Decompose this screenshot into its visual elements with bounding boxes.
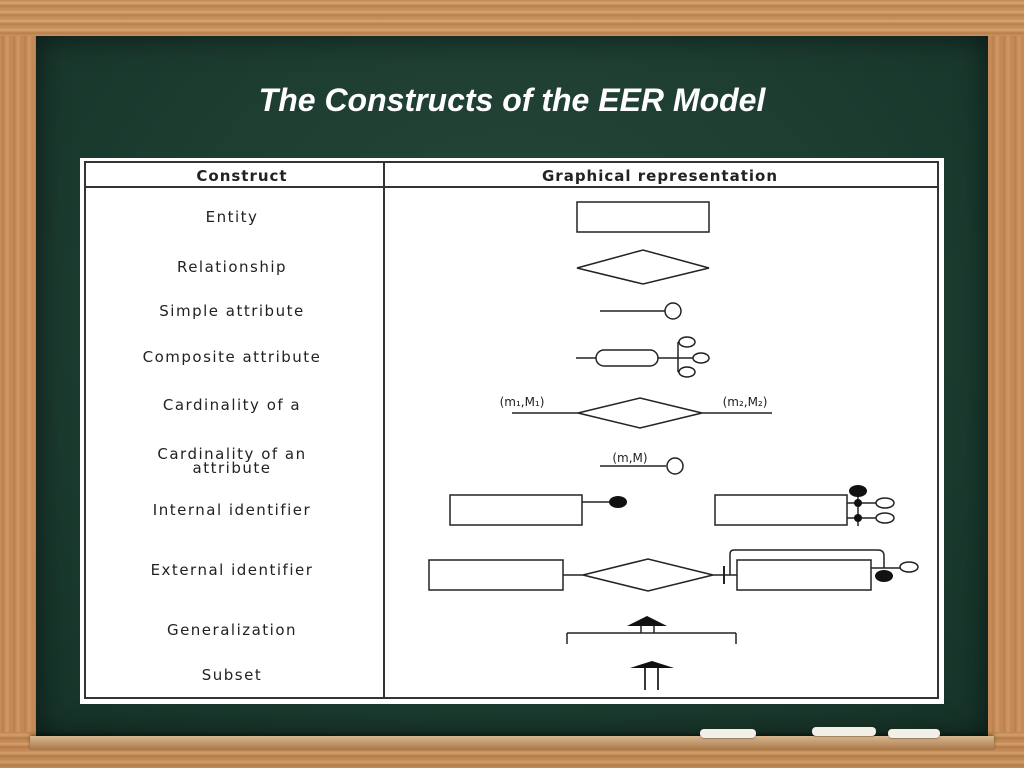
attribute-cardinality-label: (m,M) bbox=[612, 451, 647, 465]
construct-label-composite-attribute: Composite attribute bbox=[143, 348, 322, 366]
construct-label-relationship-cardinality: Cardinality of a bbox=[163, 396, 301, 414]
wooden-frame-top bbox=[0, 0, 1024, 36]
construct-label-entity: Entity bbox=[206, 208, 259, 226]
entity-rectangle-symbol bbox=[576, 201, 710, 233]
simple-attribute-symbol bbox=[600, 302, 682, 320]
internal-identifier-symbol bbox=[449, 485, 895, 526]
chalk-piece bbox=[700, 729, 756, 738]
construct-label-simple-attribute: Simple attribute bbox=[159, 302, 304, 320]
generalization-arrow-symbol bbox=[566, 616, 737, 644]
construct-label-relationship: Relationship bbox=[177, 258, 287, 276]
chalk-piece bbox=[888, 729, 940, 738]
construct-label-generalization: Generalization bbox=[167, 621, 297, 639]
slide-title: The Constructs of the EER Model bbox=[258, 82, 766, 118]
construct-label-attribute-cardinality-line2: attribute bbox=[193, 459, 272, 477]
composite-attribute-symbol bbox=[576, 336, 710, 378]
relationship-cardinality-symbol bbox=[512, 397, 772, 429]
table-border bbox=[84, 161, 939, 699]
subset-arrow-symbol bbox=[630, 661, 674, 690]
table-background bbox=[80, 158, 944, 704]
chalk-ledge bbox=[30, 736, 994, 750]
construct-label-internal-identifier: Internal identifier bbox=[153, 501, 311, 519]
relationship-diamond-symbol bbox=[576, 249, 710, 285]
construct-column-header: Construct bbox=[196, 167, 287, 185]
graphical-representation-column-header: Graphical representation bbox=[542, 167, 778, 185]
chalk-piece bbox=[812, 727, 876, 736]
attribute-cardinality-symbol bbox=[600, 457, 684, 475]
construct-label-external-identifier: External identifier bbox=[151, 561, 314, 579]
construct-label-subset: Subset bbox=[202, 666, 262, 684]
cardinality-right-label: (m₂,M₂) bbox=[723, 395, 768, 409]
external-identifier-symbol bbox=[428, 549, 919, 592]
construct-label-attribute-cardinality-line1: Cardinality of an bbox=[157, 445, 306, 463]
cardinality-left-label: (m₁,M₁) bbox=[500, 395, 545, 409]
